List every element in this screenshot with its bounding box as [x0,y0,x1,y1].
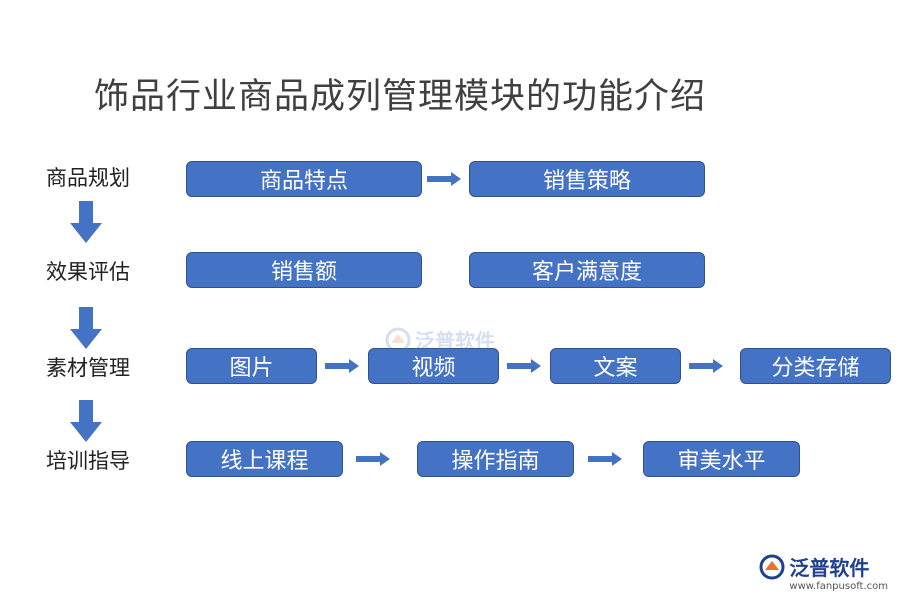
box-sales-strategy: 销售策略 [469,161,705,197]
diagram-title: 饰品行业商品成列管理模块的功能介绍 [94,77,707,117]
stage-label-training: 培训指导 [46,449,130,473]
right-arrow-icon [507,359,541,373]
right-arrow-icon [427,172,461,186]
box-product-features: 商品特点 [186,161,422,197]
box-customer-satisfaction: 客户满意度 [469,252,705,288]
logo-icon [385,327,411,352]
right-arrow-icon [325,359,359,373]
watermark-text: 泛普软件 [415,329,495,353]
watermark: 泛普软件 [385,325,495,354]
stage-label-materials: 素材管理 [46,356,130,380]
box-copywriting: 文案 [550,348,681,384]
stage-label-planning: 商品规划 [46,166,130,190]
stage-label-evaluation: 效果评估 [46,260,130,284]
box-operation-guide: 操作指南 [417,441,574,477]
box-images: 图片 [186,348,317,384]
logo-name: 泛普软件 [789,556,870,580]
right-arrow-icon [689,359,723,373]
logo-icon [759,554,785,579]
down-arrow-icon [70,400,102,442]
box-online-courses: 线上课程 [186,441,343,477]
down-arrow-icon [70,307,102,349]
down-arrow-icon [70,201,102,243]
box-category-storage: 分类存储 [740,348,891,384]
brand-logo: 泛普软件 www.fanpusoft.com [759,552,888,592]
box-sales-volume: 销售额 [186,252,422,288]
box-videos: 视频 [368,348,499,384]
box-aesthetic-level: 审美水平 [643,441,800,477]
logo-url: www.fanpusoft.com [789,581,888,592]
right-arrow-icon [356,452,390,466]
right-arrow-icon [588,452,622,466]
